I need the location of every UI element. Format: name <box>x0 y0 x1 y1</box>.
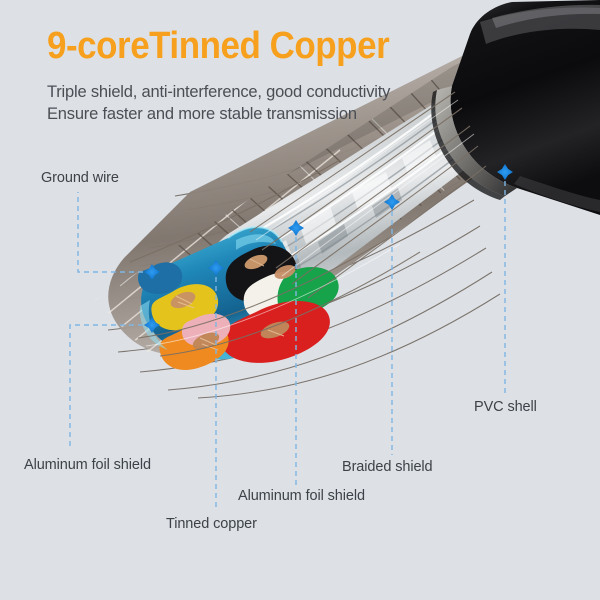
subtitle-line-2: Ensure faster and more stable transmissi… <box>47 105 357 123</box>
leader-lines <box>69 172 506 508</box>
marker-braided-shield <box>384 194 400 210</box>
pvc-shell-body <box>431 0 600 215</box>
leader-aluminum-foil-left <box>69 324 152 448</box>
label-pvc-shell: PVC shell <box>474 399 537 415</box>
leader-ground-wire <box>77 192 152 273</box>
stray-strands-front <box>129 91 487 357</box>
subtitle-line-1: Triple shield, anti-interference, good c… <box>47 83 391 101</box>
marker-ground-wire <box>144 264 160 280</box>
copper-strands <box>170 254 296 351</box>
label-aluminum-foil-left: Aluminum foil shield <box>24 457 151 473</box>
label-tinned-copper: Tinned copper <box>166 516 257 532</box>
marker-tinned-copper <box>208 260 224 276</box>
marker-aluminum-foil-left <box>144 317 160 333</box>
label-braided-shield: Braided shield <box>342 459 433 475</box>
marker-aluminum-foil-center <box>288 220 304 236</box>
label-aluminum-foil-center: Aluminum foil shield <box>238 488 365 504</box>
page-title: 9-coreTinned Copper <box>47 25 390 67</box>
marker-pvc-shell <box>497 164 513 180</box>
inner-conductor-bundle <box>138 226 339 371</box>
leader-markers <box>144 164 513 333</box>
label-ground-wire: Ground wire <box>41 170 119 186</box>
